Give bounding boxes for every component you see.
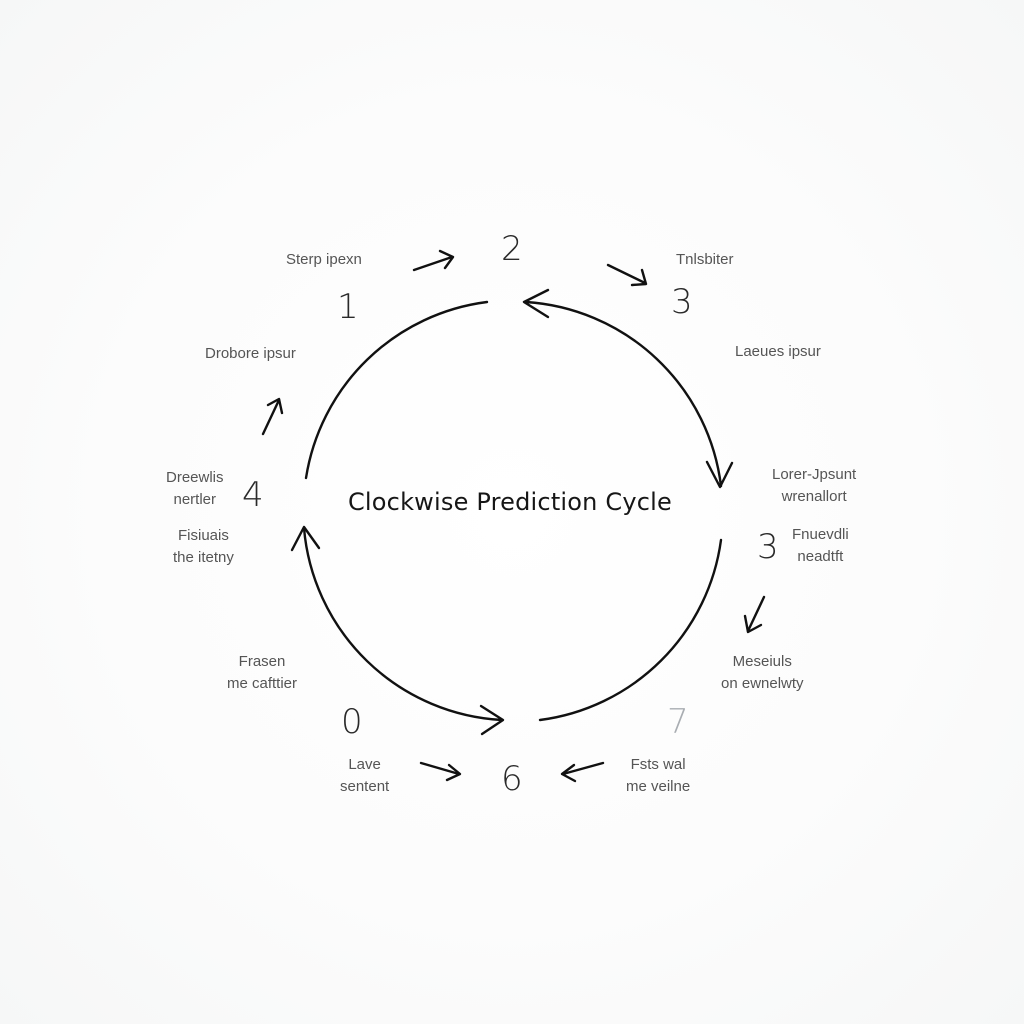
small-arrow-right-down-icon [743,595,766,634]
label-lorem-ipsum: Lorer-Jpsunt wrenallort [772,464,856,508]
label-line: Lorer-Jpsunt [772,466,857,483]
small-arrow-bottom-left-icon [419,761,462,782]
arc-top-right [524,300,723,488]
label-drewlis: Dreewlis nertler [166,467,224,511]
label-line: Fnuevdli [792,526,849,543]
label-freudi: Fnuevdli neadtft [792,524,849,568]
small-arrow-left-up-icon [261,397,284,436]
arrowhead-left-up-icon [290,525,321,552]
label-line: me cafttier [227,675,298,692]
label-line: Drobore ipsur [205,345,296,362]
step-number-7: 7 [667,702,689,742]
step-number-6: 6 [501,759,523,799]
step-number-2: 2 [501,229,523,269]
label-line: Tnlsbiter [676,251,734,268]
label-fisiuais: Fisiuais the itetny [173,525,234,569]
label-line: Fsts wal [630,756,686,773]
label-line: on ewnelwty [721,675,804,692]
step-number-0: 0 [341,702,363,742]
arc-bottom-left [302,526,504,722]
label-lave: Lave sentent [340,754,389,798]
label-frasen: Frasen me cafttier [227,651,297,695]
label-trisbiter: Tnlsbiter [676,249,734,271]
label-drobore: Drobore ipsur [205,343,296,365]
arrowhead-bottom-right-icon [479,704,505,736]
label-line: nertler [173,491,217,508]
label-line: Fisiuais [178,527,229,544]
small-arrow-bottom-right-icon [560,761,605,783]
label-leeves: Laeues ipsur [735,341,821,363]
arrowhead-top-left-icon [522,288,550,319]
step-number-3-top: 3 [671,282,693,322]
step-number-4: 4 [242,475,264,515]
label-line: Laeues ipsur [735,343,821,360]
label-fsts: Fsts wal me veilne [626,754,690,798]
label-meseiuls: Meseiuls on ewnelwty [721,651,804,695]
label-line: Dreewlis [166,469,224,486]
label-line: Lave [348,756,381,773]
label-line: wrenallort [781,488,847,505]
label-line: the itetny [173,549,234,566]
small-arrow-top-left-icon [412,249,455,272]
arrowhead-right-down-icon [705,460,734,489]
small-arrow-top-right-icon [606,263,648,287]
arc-top-left [304,300,489,480]
label-line: sentent [340,778,390,795]
label-step-ipsum: Sterp ipexn [286,249,362,271]
step-number-3-right: 3 [757,527,779,567]
arc-bottom-right [538,538,723,722]
label-line: Frasen [238,653,286,670]
label-line: Sterp ipexn [286,251,362,268]
label-line: Meseiuls [732,653,792,670]
label-line: me veilne [626,778,691,795]
diagram-title: Clockwise Prediction Cycle [347,488,673,516]
label-line: neadtft [797,548,844,565]
step-number-1: 1 [337,287,359,327]
